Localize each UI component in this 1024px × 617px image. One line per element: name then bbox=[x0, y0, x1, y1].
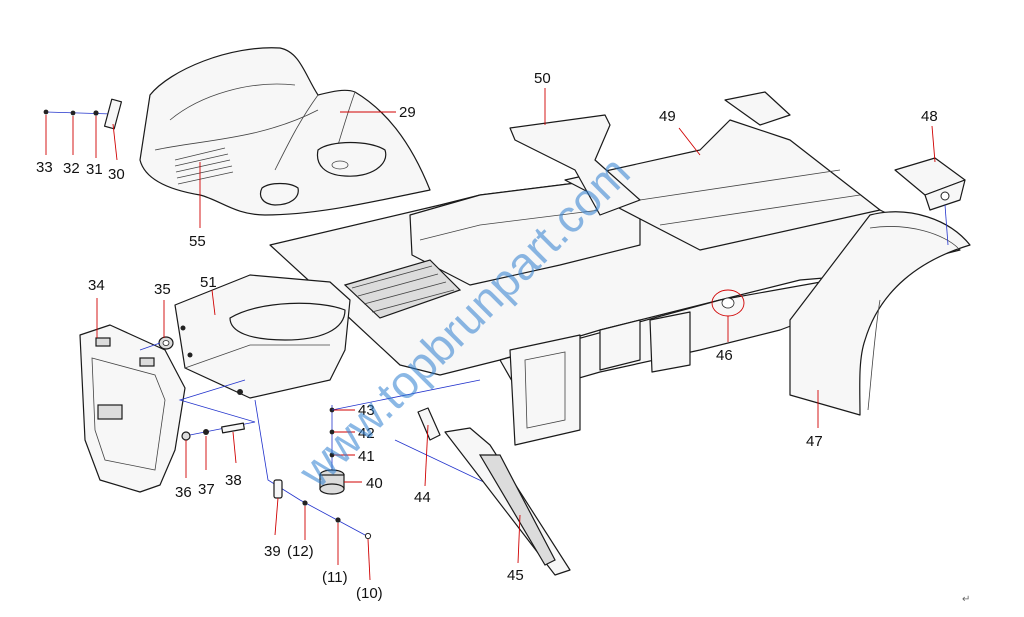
return-mark: ↵ bbox=[962, 594, 970, 605]
hood-bolt-set bbox=[43, 98, 123, 130]
callout-12: (12) bbox=[287, 543, 314, 560]
front-bracket-part bbox=[174, 274, 351, 399]
callout-30: 30 bbox=[108, 166, 125, 183]
callout-34: 34 bbox=[88, 277, 105, 294]
callout-49: 49 bbox=[659, 108, 676, 125]
washer-bolt-set bbox=[178, 379, 256, 441]
fender-bracket-part bbox=[894, 157, 966, 246]
callout-10: (10) bbox=[356, 585, 383, 602]
callout-42: 42 bbox=[358, 425, 375, 442]
callout-36: 36 bbox=[175, 484, 192, 501]
fender-part bbox=[789, 211, 971, 416]
callout-51: 51 bbox=[200, 274, 217, 291]
callout-44: 44 bbox=[414, 489, 431, 506]
callout-37: 37 bbox=[198, 481, 215, 498]
callout-47: 47 bbox=[806, 433, 823, 450]
side-rail-part bbox=[444, 427, 571, 576]
callout-35: 35 bbox=[154, 281, 171, 298]
frame-grille bbox=[351, 265, 455, 313]
callout-32: 32 bbox=[63, 160, 80, 177]
callout-46: 46 bbox=[716, 347, 733, 364]
callout-50: 50 bbox=[534, 70, 551, 87]
main-frame-part bbox=[269, 159, 961, 446]
callout-40: 40 bbox=[366, 475, 383, 492]
floor-plate-part bbox=[564, 91, 881, 251]
callout-33: 33 bbox=[36, 159, 53, 176]
callout-38: 38 bbox=[225, 472, 242, 489]
leader-lines bbox=[45, 88, 936, 581]
hood-vent-grille bbox=[174, 147, 234, 185]
callout-41: 41 bbox=[358, 448, 375, 465]
hood-cover-part bbox=[139, 47, 431, 216]
callout-55: 55 bbox=[189, 233, 206, 250]
callout-43: 43 bbox=[358, 402, 375, 419]
nut-part bbox=[139, 336, 174, 351]
callout-45: 45 bbox=[507, 567, 524, 584]
callout-11: (11) bbox=[322, 569, 348, 586]
front-panel-part bbox=[79, 324, 186, 493]
callout-labels: 29 30 31 32 33 55 34 35 51 36 37 38 39 (… bbox=[36, 70, 938, 602]
callout-31: 31 bbox=[86, 161, 103, 178]
callout-29: 29 bbox=[399, 104, 416, 121]
bracket-part bbox=[509, 114, 641, 216]
callout-48: 48 bbox=[921, 108, 938, 125]
pin-set bbox=[254, 399, 372, 540]
callout-39: 39 bbox=[264, 543, 281, 560]
